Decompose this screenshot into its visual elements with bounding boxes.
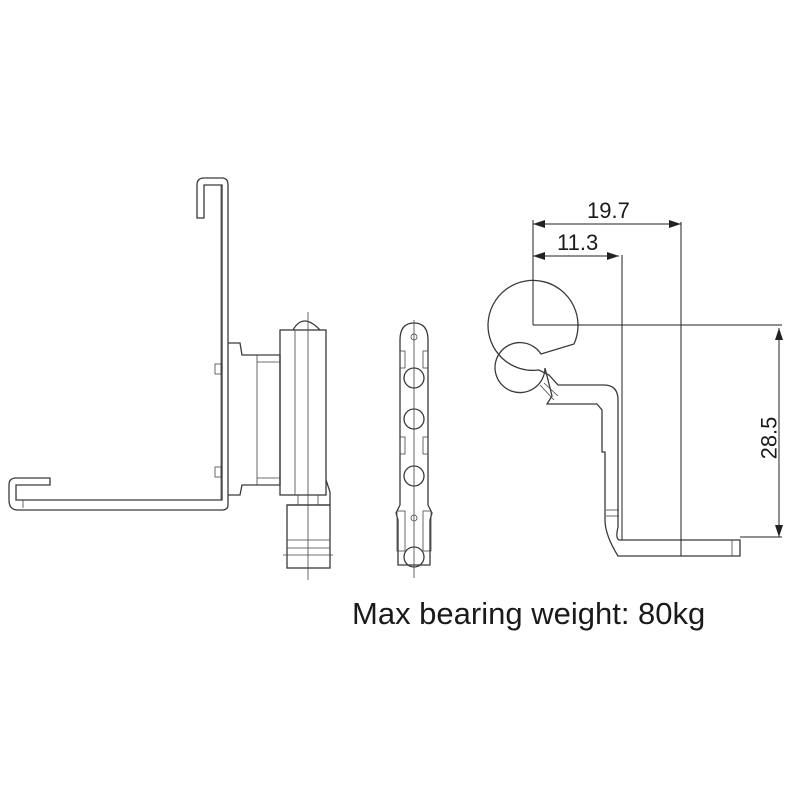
top-view xyxy=(487,220,783,557)
dimension-offset-label: 11.3 xyxy=(557,230,599,255)
caption: Max bearing weight: 80kg xyxy=(352,596,706,631)
dimension-height-label: 28.5 xyxy=(756,416,782,460)
front-view xyxy=(395,320,433,578)
dimension-width-label: 19.7 xyxy=(587,198,630,223)
side-view xyxy=(8,177,333,580)
